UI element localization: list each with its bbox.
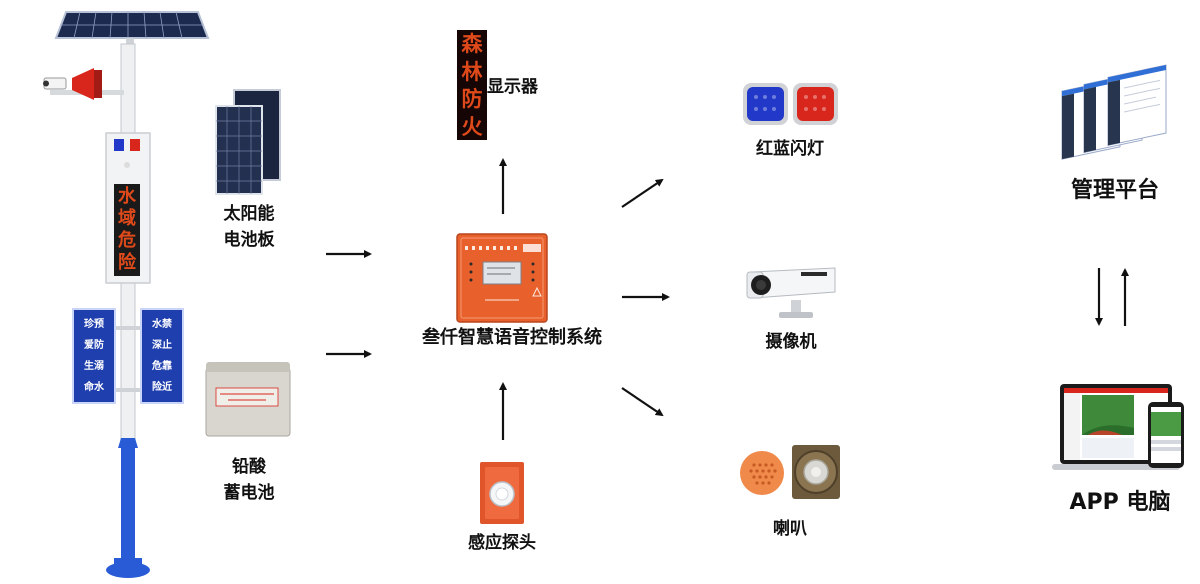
strobe-node [742,81,839,127]
banner-text: 珍预 [84,318,104,330]
solar-panel-node [212,88,286,195]
pole-camera [43,77,67,90]
pole-banner-left: 珍预 爱防 生溺 命水 [72,308,116,404]
camera-icon [746,267,836,318]
pole-sign-char: 域 [118,208,136,229]
banner-text: 水禁 [152,318,172,330]
banner-text: 爱防 [84,339,104,351]
battery-icon [205,362,291,437]
app-label: APP 电脑 [1069,490,1171,515]
app-devices-icon [1052,384,1184,470]
pole-sign-char: 险 [118,252,136,273]
display-label: 显示器 [487,77,538,97]
sensor-icon [480,462,524,524]
display-char: 火 [461,113,483,139]
pole-horn [72,68,102,100]
arrow-controller-to-strobe [621,178,664,208]
sensor-label: 感应探头 [468,533,536,553]
banner-text: 危靠 [152,360,172,372]
battery-node [204,360,294,438]
display-node: 森 林 防 火 [457,30,487,140]
banner-text: 险近 [152,381,172,393]
display-char: 林 [461,58,483,84]
display-char: 森 [461,31,483,57]
platform-node [1058,64,1170,166]
display-char: 防 [461,86,483,112]
strobe-label: 红蓝闪灯 [756,139,824,159]
pole-banner-right: 水禁 深止 危靠 险近 [140,308,184,404]
banner-text: 深止 [152,339,172,351]
camera-node [745,262,837,320]
speaker-icon [740,445,840,499]
pole-assembly: 水 域 危 险 珍预 爱防 生溺 命水 水禁 深止 危靠 险近 [30,8,230,580]
solar-panel-icon [215,89,281,195]
platform-screens-icon [1061,64,1167,160]
pole-led-sign: 水 域 危 险 [114,186,140,274]
app-node [1052,382,1188,476]
camera-label: 摄像机 [765,332,817,352]
pole-solar-panel [54,11,210,46]
pole-sign-char: 水 [118,186,136,207]
battery-label: 铅酸 蓄电池 [223,457,275,503]
speaker-label: 喇叭 [773,519,807,539]
arrow-controller-to-speaker [621,387,664,417]
banner-text: 命水 [84,381,104,393]
pole-sign-char: 危 [118,230,136,251]
speaker-node [738,441,844,501]
sensor-node [479,461,525,525]
controller-box-icon [456,233,548,323]
controller-node [455,232,549,324]
banner-text: 生溺 [84,360,104,372]
pole-graphic [43,11,210,578]
solar-panel-label: 太阳能 电池板 [223,204,275,250]
strobe-icon [743,83,838,125]
controller-label: 叁仟智慧语音控制系统 [422,327,602,348]
platform-label: 管理平台 [1070,178,1159,203]
